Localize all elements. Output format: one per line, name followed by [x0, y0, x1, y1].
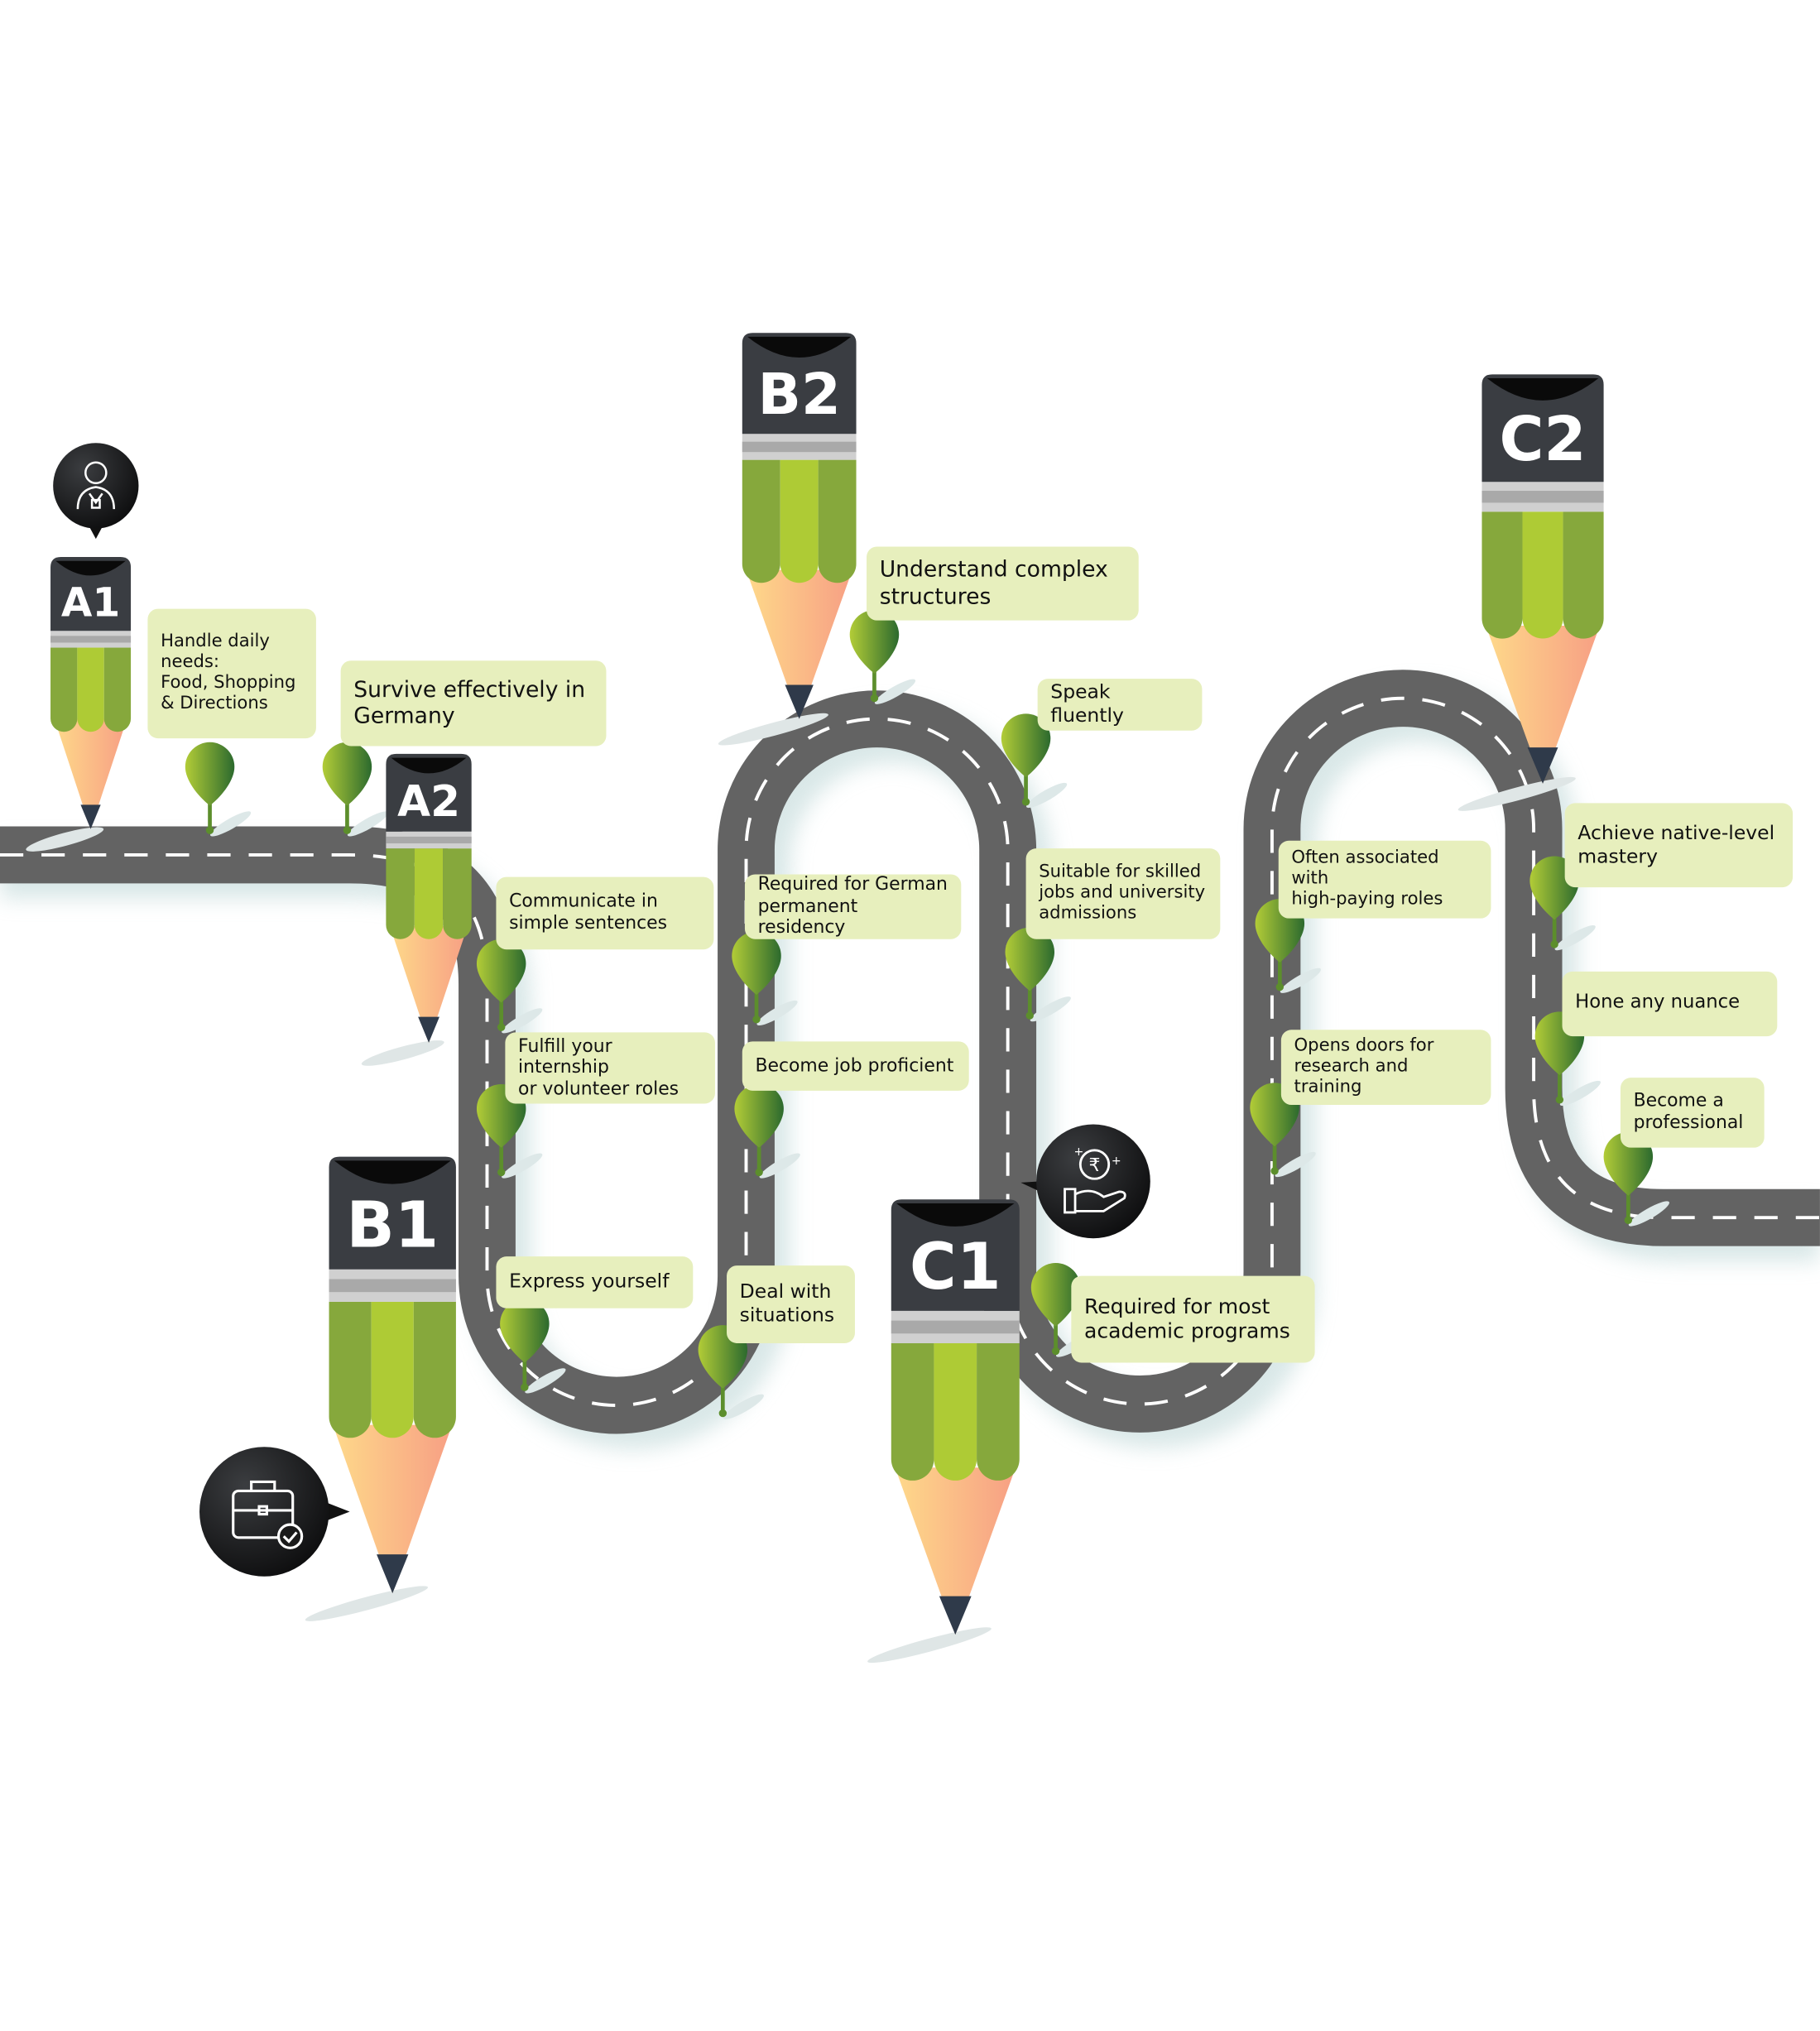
milestone-callout: Communicate in simple sentences — [496, 876, 714, 950]
milestone-callout: Opens doors for research and training — [1280, 1030, 1491, 1106]
tree-marker-icon — [1005, 927, 1071, 1022]
tree-marker-icon — [1001, 713, 1068, 809]
tree-marker-icon — [849, 610, 916, 704]
milestone-callout: Become job proficient — [742, 1041, 969, 1091]
milestone-callout: Often associated with high-paying roles — [1278, 840, 1491, 919]
level-label: A2 — [397, 777, 460, 827]
svg-text:+: + — [1073, 1145, 1083, 1159]
tree-marker-icon — [1603, 1131, 1669, 1227]
rupee-hand-icon: ₹ + + — [1020, 1124, 1150, 1239]
pencil-level-c2: C2 — [1457, 374, 1604, 811]
milestone-callout: Speak fluently — [1037, 679, 1203, 731]
road — [0, 670, 1820, 1450]
milestone-callout: Required for most academic programs — [1071, 1275, 1315, 1363]
milestone-callout: Become a professional — [1620, 1078, 1765, 1148]
person-icon — [53, 443, 139, 540]
milestone-callout: Express yourself — [496, 1256, 694, 1308]
tree-marker-icon — [322, 742, 389, 837]
tree-marker-icon — [734, 1083, 800, 1179]
tree-marker-icon — [732, 931, 798, 1026]
svg-text:+: + — [1112, 1155, 1121, 1168]
milestone-callout: Understand complex structures — [867, 546, 1139, 621]
milestone-callout: Required for German permanent residency — [744, 874, 962, 939]
briefcase-icon — [199, 1447, 350, 1577]
pencil-level-a1: A1 — [26, 556, 132, 852]
pencil-level-c1: C1 — [867, 1199, 1020, 1664]
milestone-callout: Deal with situations — [727, 1265, 855, 1344]
tree-marker-icon — [185, 742, 252, 837]
pencil-level-b1: B1 — [305, 1156, 456, 1621]
svg-text:₹: ₹ — [1089, 1155, 1101, 1176]
level-label: C2 — [1499, 405, 1586, 475]
level-label: C1 — [910, 1230, 1001, 1304]
level-label: A1 — [61, 579, 120, 626]
milestone-callout: Suitable for skilled jobs and university… — [1025, 848, 1221, 939]
milestone-callout: Fulfill your internship or volunteer rol… — [505, 1032, 715, 1104]
milestone-callout: Hone any nuance — [1562, 971, 1778, 1037]
pencil-level-a2: A2 — [361, 753, 472, 1066]
milestone-callout: Handle daily needs: Food, Shopping & Dir… — [147, 608, 316, 739]
milestone-callout: Survive effectively in Germany — [340, 660, 607, 747]
milestone-callout: Achieve native-level mastery — [1564, 803, 1794, 888]
level-label: B2 — [757, 362, 840, 428]
pencil-level-b2: B2 — [718, 333, 857, 746]
tree-marker-icon — [476, 939, 543, 1034]
level-label: B1 — [346, 1189, 439, 1263]
tree-marker-icon — [500, 1299, 566, 1394]
